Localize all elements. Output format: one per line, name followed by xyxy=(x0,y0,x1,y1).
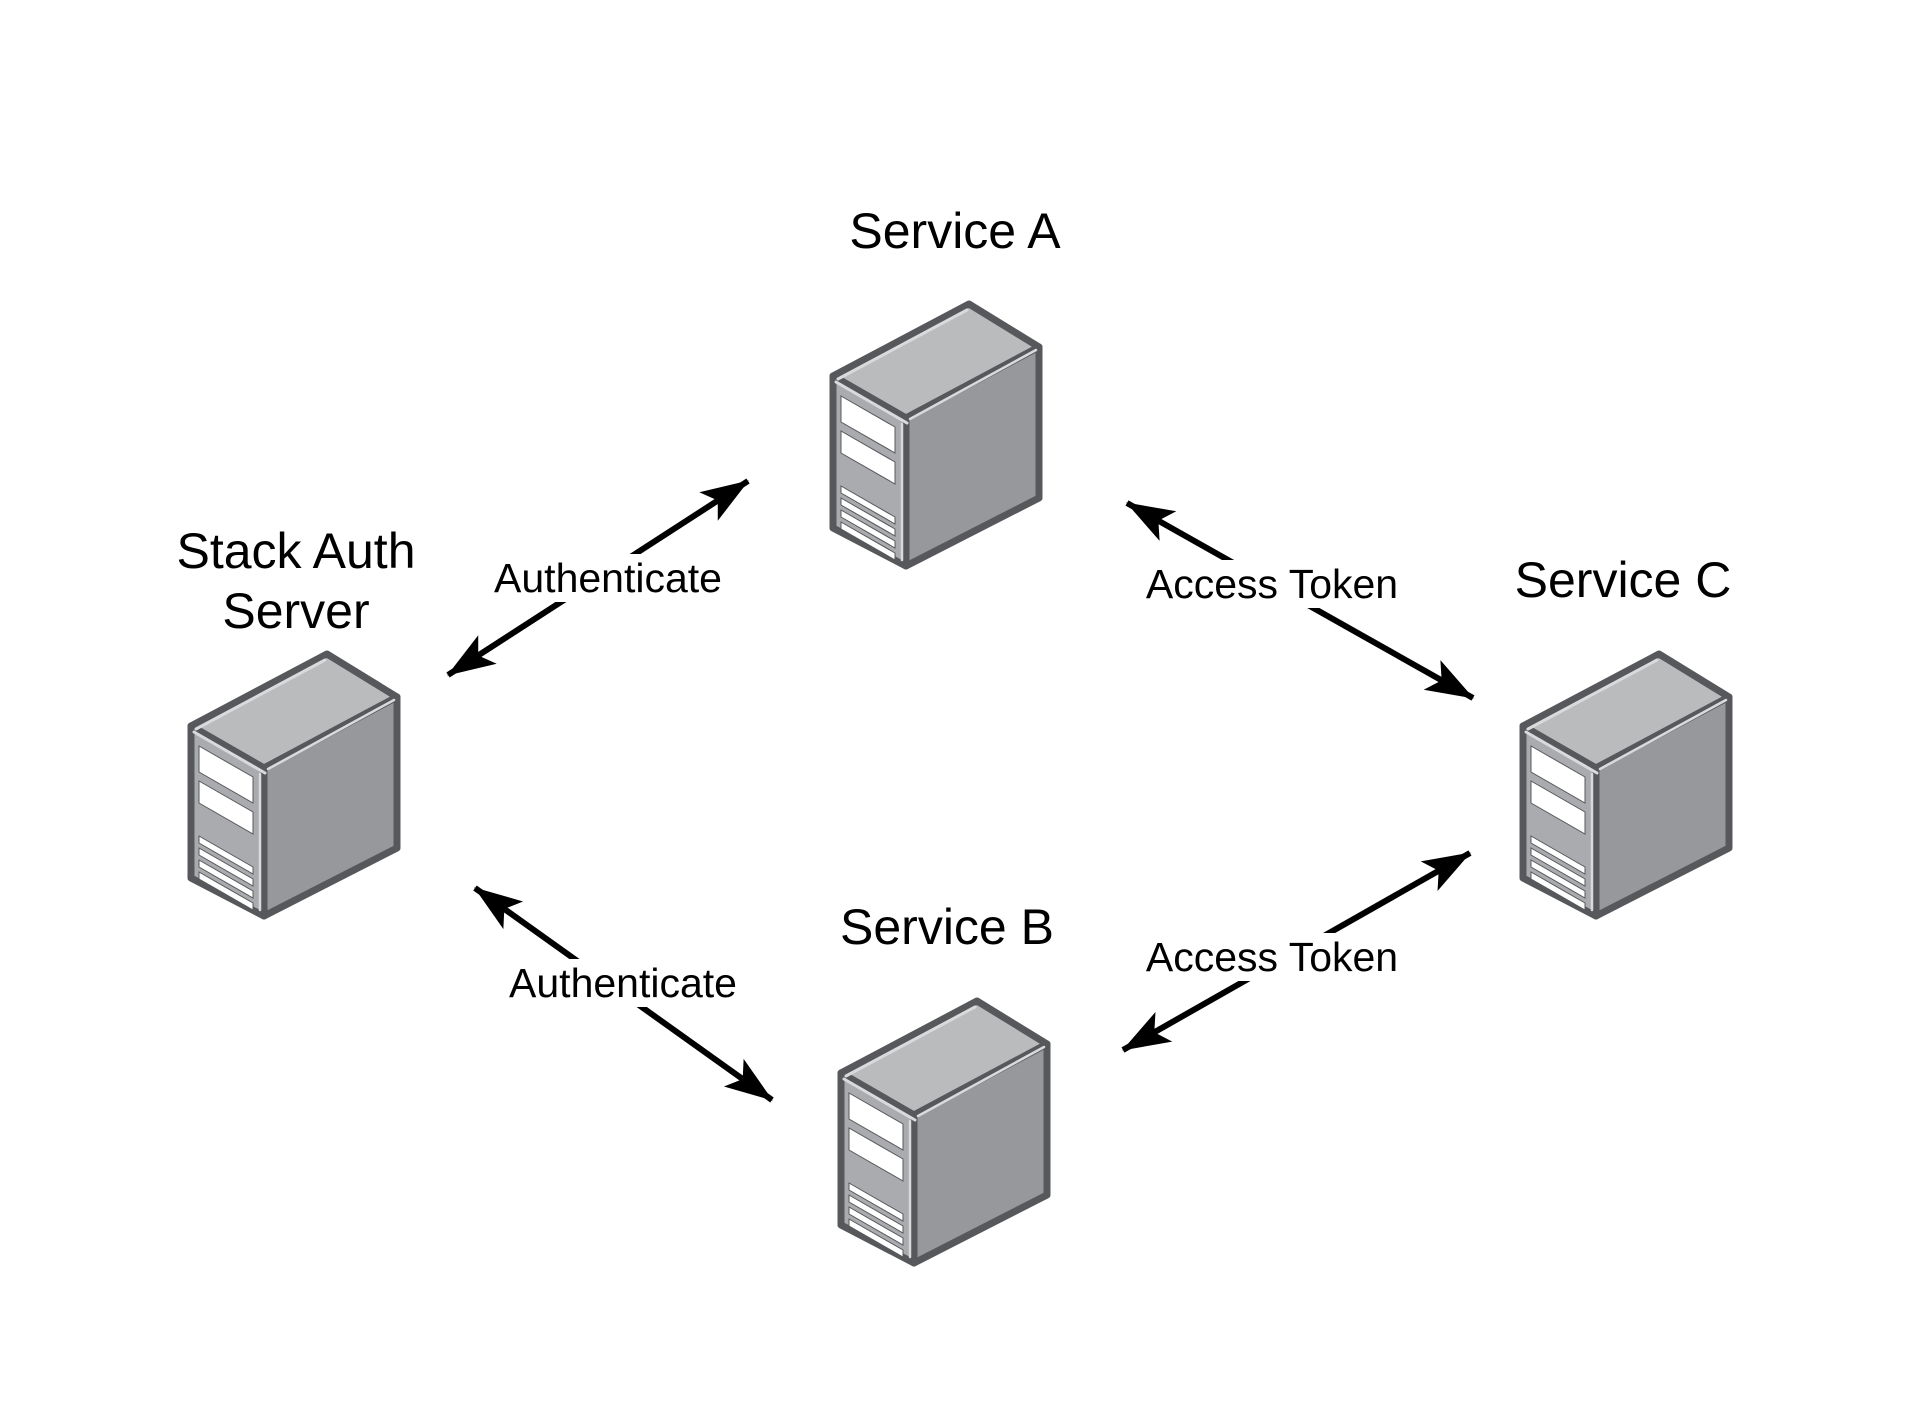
server-tower-icon xyxy=(833,304,1039,566)
edge-label-access-token-b-c: Access Token xyxy=(1135,933,1409,981)
edge-label-access-token-a-c: Access Token xyxy=(1135,560,1409,608)
node-label-stack-auth-server: Stack Auth Server xyxy=(176,523,416,639)
server-tower-icon xyxy=(191,654,397,916)
server-tower-icon xyxy=(841,1001,1047,1263)
edge-label-authenticate-service-a: Authenticate xyxy=(484,554,732,602)
node-label-service-b: Service B xyxy=(840,899,1054,955)
edge-label-authenticate-service-b: Authenticate xyxy=(499,959,747,1007)
node-label-service-a: Service A xyxy=(849,203,1061,259)
node-label-service-c: Service C xyxy=(1514,552,1732,608)
server-tower-icon xyxy=(1523,654,1729,916)
